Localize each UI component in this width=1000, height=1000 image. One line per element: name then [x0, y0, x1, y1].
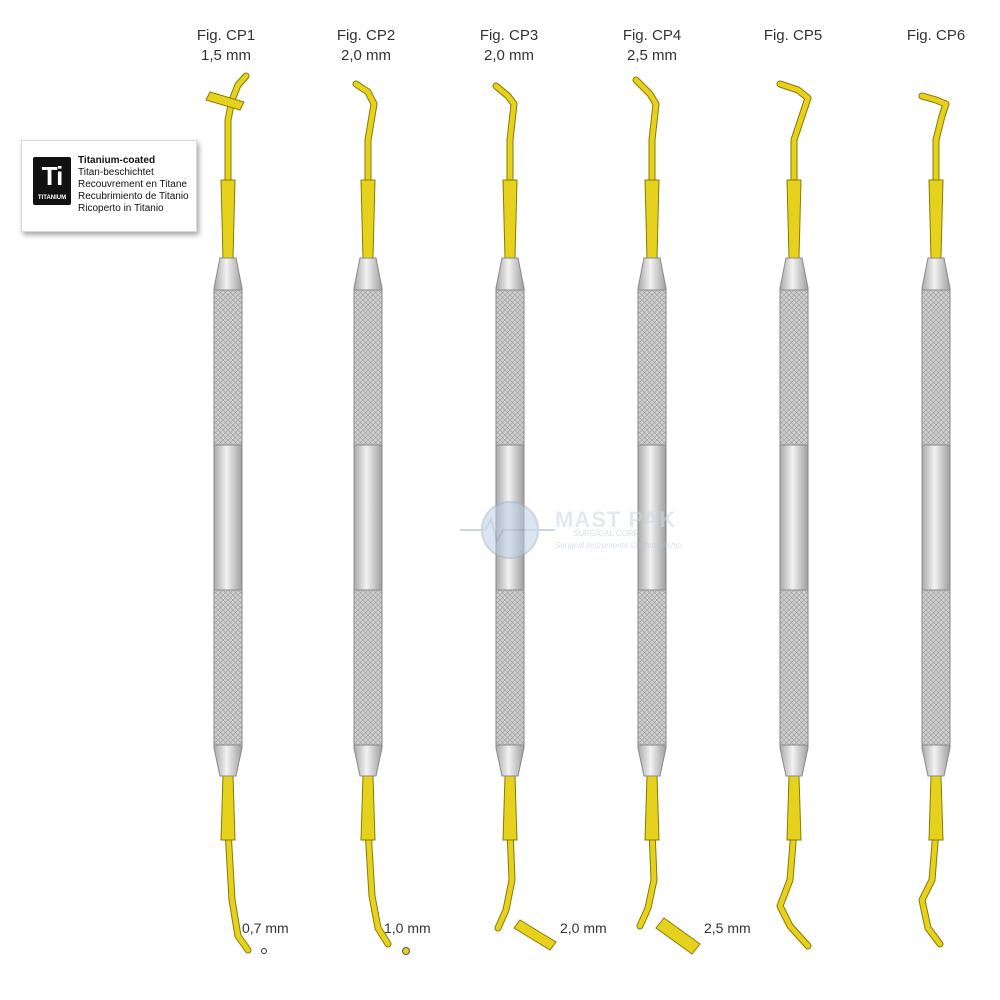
instrument-cp5 — [776, 80, 812, 950]
shank-top — [786, 179, 802, 259]
knurled-grip-bottom — [921, 589, 951, 746]
shank-top — [644, 179, 660, 259]
working-end-top — [353, 81, 377, 183]
fig-title: Fig. CP3 — [479, 27, 539, 44]
shank-bottom — [360, 775, 376, 841]
fig-label-cp4: Fig. CP4 2,5 mm — [592, 26, 712, 66]
shank-top — [928, 179, 944, 259]
watermark-globe-icon — [460, 501, 555, 559]
watermark-tagline: Surgical Instruments Craftsmanship — [555, 541, 682, 550]
titanium-symbol: Ti — [41, 161, 64, 191]
fig-title: Fig. CP5 — [763, 27, 823, 44]
shank-bottom — [644, 775, 660, 841]
fig-label-cp6: Fig. CP6 — [876, 26, 996, 46]
knurled-grip-top — [637, 289, 667, 446]
working-end-top — [493, 83, 517, 183]
watermark-sub: SURGICAL CORP. — [573, 529, 641, 538]
fig-title: Fig. CP6 — [906, 27, 966, 44]
knurled-grip-top — [353, 289, 383, 446]
tip-marker-cp4 — [655, 917, 701, 955]
knurled-grip-bottom — [495, 589, 525, 746]
fig-label-cp5: Fig. CP5 — [733, 26, 853, 46]
fig-label-cp3: Fig. CP3 2,0 mm — [449, 26, 569, 66]
shank-top — [502, 179, 518, 259]
working-end-top — [919, 93, 949, 183]
knurled-grip-bottom — [353, 589, 383, 746]
tip-marker-cp2 — [402, 947, 410, 955]
badge-line: Recubrimiento de Titanio — [78, 191, 189, 202]
knurled-grip-top — [495, 289, 525, 446]
watermark: MAST PAK SURGICAL CORP. Surgical Instrum… — [455, 495, 685, 565]
badge-text: Titanium-coated Titan-beschichtet Recouv… — [78, 155, 189, 215]
fig-title: Fig. CP4 — [622, 27, 682, 44]
knurled-grip-top — [779, 289, 809, 446]
shank-top — [220, 179, 236, 259]
shank-bottom — [220, 775, 236, 841]
titanium-badge: Ti TITANIUM Titanium-coated Titan-beschi… — [21, 140, 197, 232]
tip-marker-cp1 — [261, 948, 267, 954]
badge-line: Titanium-coated — [78, 155, 156, 166]
fig-size: 2,0 mm — [340, 47, 391, 64]
working-end-top — [633, 77, 659, 183]
shank-bottom — [786, 775, 802, 841]
fig-title: Fig. CP1 — [196, 27, 256, 44]
shank-bottom — [928, 775, 944, 841]
badge-line: Titan-beschichtet — [78, 167, 154, 178]
instrument-cp2 — [352, 80, 392, 948]
fig-label-cp2: Fig. CP2 2,0 mm — [306, 26, 426, 66]
tip-label-cp2: 1,0 mm — [384, 920, 431, 936]
badge-line: Recouvrement en Titane — [78, 179, 187, 190]
fig-title: Fig. CP2 — [336, 27, 396, 44]
instrument-cp1 — [213, 72, 252, 954]
instrument-cp6 — [918, 92, 951, 948]
knurled-grip-bottom — [213, 589, 243, 746]
instrument-cp3 — [492, 82, 525, 932]
titanium-icon: Ti TITANIUM — [33, 157, 71, 205]
knurled-grip-bottom — [779, 589, 809, 746]
tip-label-cp1: 0,7 mm — [242, 920, 289, 936]
badge-line: Ricoperto in Titanio — [78, 203, 164, 214]
tip-label-cp3: 2,0 mm — [560, 920, 607, 936]
fig-size: 1,5 mm — [200, 47, 251, 64]
fig-size: 2,0 mm — [483, 47, 534, 64]
knurled-grip-top — [921, 289, 951, 446]
titanium-word: TITANIUM — [37, 195, 67, 201]
tip-marker-cp1-top — [205, 91, 245, 111]
tip-marker-cp3 — [513, 919, 557, 951]
watermark-name: MAST PAK — [555, 507, 677, 532]
tip-label-cp4: 2,5 mm — [704, 920, 751, 936]
working-end-top — [777, 81, 811, 183]
knurled-grip-bottom — [637, 589, 667, 746]
fig-size: 2,5 mm — [626, 47, 677, 64]
instrument-cp4 — [632, 76, 667, 930]
fig-label-cp1: Fig. CP1 1,5 mm — [166, 26, 286, 66]
knurled-grip-top — [213, 289, 243, 446]
shank-bottom — [502, 775, 518, 841]
shank-top — [360, 179, 376, 259]
